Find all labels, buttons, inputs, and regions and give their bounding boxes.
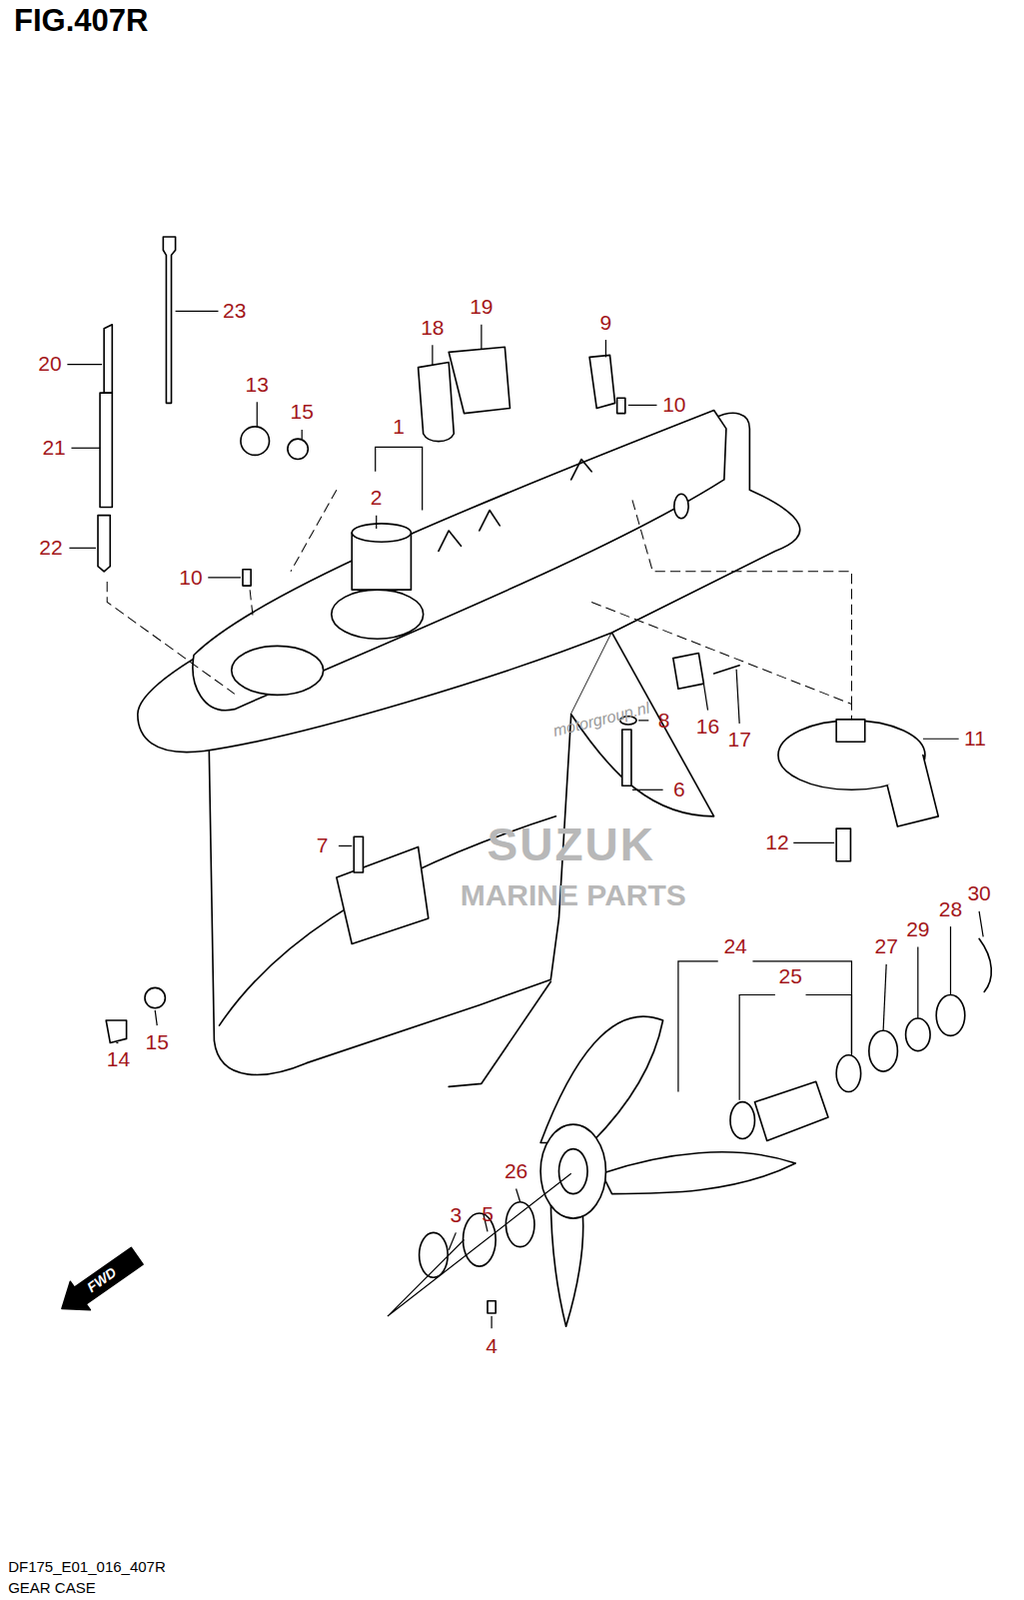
callout-number: 30 — [967, 882, 991, 906]
callout-number: 27 — [874, 935, 898, 959]
figure-title: FIG.407R — [13, 3, 148, 38]
callout-number: 12 — [765, 831, 789, 855]
watermark: MARINE PARTS — [460, 878, 687, 912]
watermark: SUZUK — [486, 819, 655, 871]
callout-number: 21 — [41, 436, 65, 460]
callout-number: 10 — [662, 393, 686, 417]
caption-text: GEAR CASE — [7, 1579, 96, 1597]
callout-number: 9 — [600, 310, 613, 334]
callout-number: 19 — [469, 295, 493, 319]
callout-number: 11 — [964, 727, 987, 751]
callout-number: 29 — [906, 918, 930, 942]
callout-number: 23 — [222, 299, 246, 323]
callout-number: 14 — [106, 1046, 130, 1070]
callout-number: 26 — [504, 1158, 528, 1182]
callout-number: 28 — [939, 897, 963, 921]
callout-number: 24 — [723, 935, 747, 959]
callout-number: 8 — [658, 708, 671, 732]
callout-number: 20 — [37, 352, 61, 376]
callout-number: 3 — [450, 1202, 463, 1226]
callout-number: 10 — [178, 565, 202, 589]
callout-number: 22 — [38, 536, 62, 560]
callout-number: 5 — [481, 1201, 494, 1225]
callout-number: 16 — [696, 714, 720, 738]
callout-number: 2 — [370, 486, 383, 510]
callout-number: 13 — [245, 372, 269, 396]
callout-number: 6 — [673, 778, 686, 802]
callout-number: 1 — [392, 414, 405, 438]
callout-number: 25 — [779, 964, 803, 988]
caption-text: DF175_E01_016_407R — [7, 1558, 166, 1576]
callout-number: 7 — [316, 834, 329, 858]
callout-number: 15 — [290, 400, 314, 424]
callout-number: 4 — [485, 1333, 498, 1357]
callout-number: 18 — [420, 315, 444, 339]
callout-number: 15 — [145, 1030, 169, 1054]
callout-number: 17 — [727, 728, 751, 752]
